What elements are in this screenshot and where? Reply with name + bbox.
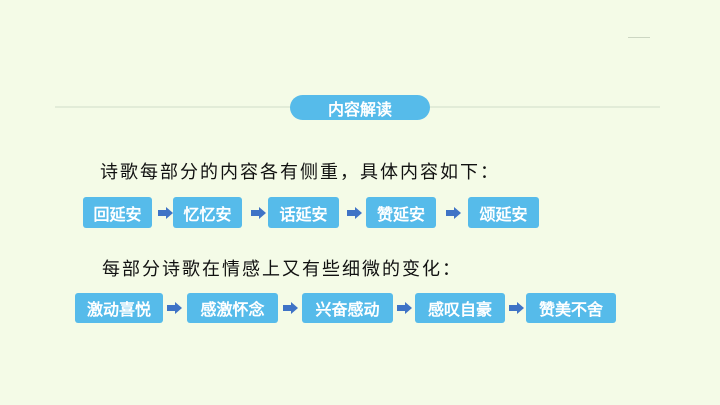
flow-box: 兴奋感动 [302,293,393,323]
flow-box: 回延安 [83,197,152,228]
flow-box: 话延安 [268,197,339,228]
flow-box: 赞美不舍 [526,293,616,323]
intro-text-2: 每部分诗歌在情感上又有些细微的变化： [102,259,462,280]
section-title: 内容解读 [290,95,430,120]
flow-box: 激动喜悦 [75,293,163,323]
flow-box: 赞延安 [366,197,436,228]
intro-text-1: 诗歌每部分的内容各有侧重，具体内容如下： [100,162,500,183]
decorative-line [628,37,650,38]
flow-box: 颂延安 [468,197,539,228]
flow-box: 感激怀念 [187,293,278,323]
flow-box: 忆忆安 [173,197,242,228]
flow-box: 感叹自豪 [415,293,505,323]
